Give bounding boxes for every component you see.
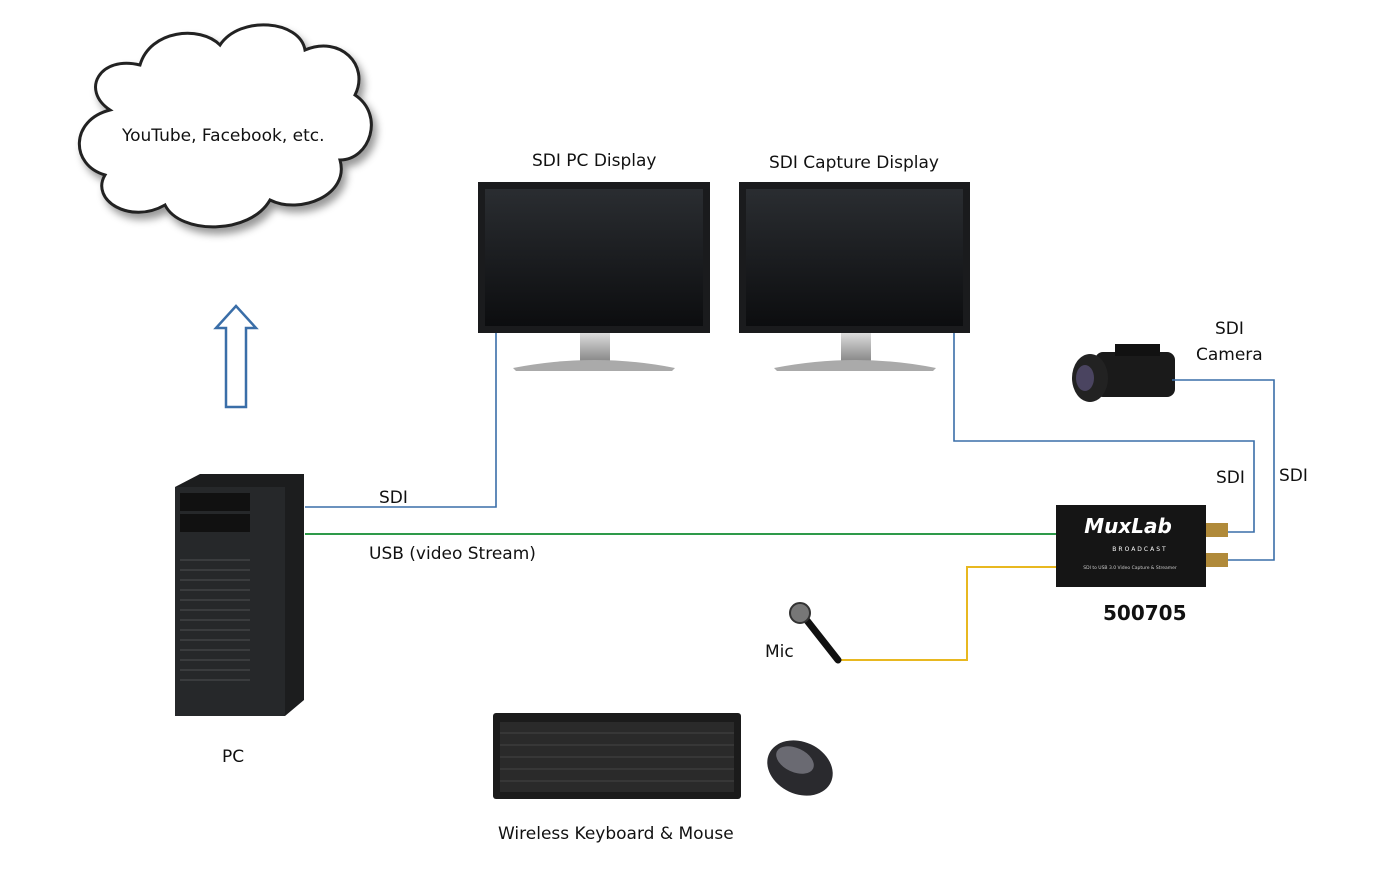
sdi-pc-label: SDI <box>379 488 408 508</box>
microphone-icon <box>789 602 842 664</box>
cloud-label: YouTube, Facebook, etc. <box>122 126 325 146</box>
pc-label: PC <box>222 747 245 767</box>
sdi-pc-display-cable <box>305 333 497 508</box>
device-caption: SDI to USB 3.0 Video Capture & Streamer <box>1083 565 1177 571</box>
sdi-capture-label: SDI <box>1216 468 1245 488</box>
sdi-capture-display-cable <box>953 333 1255 533</box>
muxlab-device-icon: MuxLab BROADCAST SDI to USB 3.0 Video Ca… <box>1056 505 1228 587</box>
sdi-pc-display-icon <box>478 182 710 371</box>
keyboard-icon <box>493 713 741 799</box>
device-sub-brand: BROADCAST <box>1112 546 1167 553</box>
camera-label-line2: Camera <box>1196 345 1263 365</box>
camera-icon <box>1072 344 1175 402</box>
sdi-capture-display-icon <box>739 182 970 371</box>
mic-cable <box>840 566 1056 661</box>
upload-arrow-icon <box>213 304 259 409</box>
cloud-icon <box>77 23 373 229</box>
mic-label: Mic <box>765 642 794 662</box>
camera-label-line1: SDI <box>1215 319 1244 339</box>
pc-tower-icon <box>175 474 304 716</box>
sdi-capture-display-label: SDI Capture Display <box>769 153 939 173</box>
device-model-label: 500705 <box>1103 601 1187 625</box>
peripherals-label: Wireless Keyboard & Mouse <box>498 824 734 844</box>
sdi-pc-display-label: SDI PC Display <box>532 151 657 171</box>
sdi-camera-cable <box>1172 379 1275 561</box>
sdi-camera-label: SDI <box>1279 466 1308 486</box>
device-brand: MuxLab <box>1084 514 1172 538</box>
mouse-icon <box>767 740 833 796</box>
usb-label: USB (video Stream) <box>369 544 536 564</box>
